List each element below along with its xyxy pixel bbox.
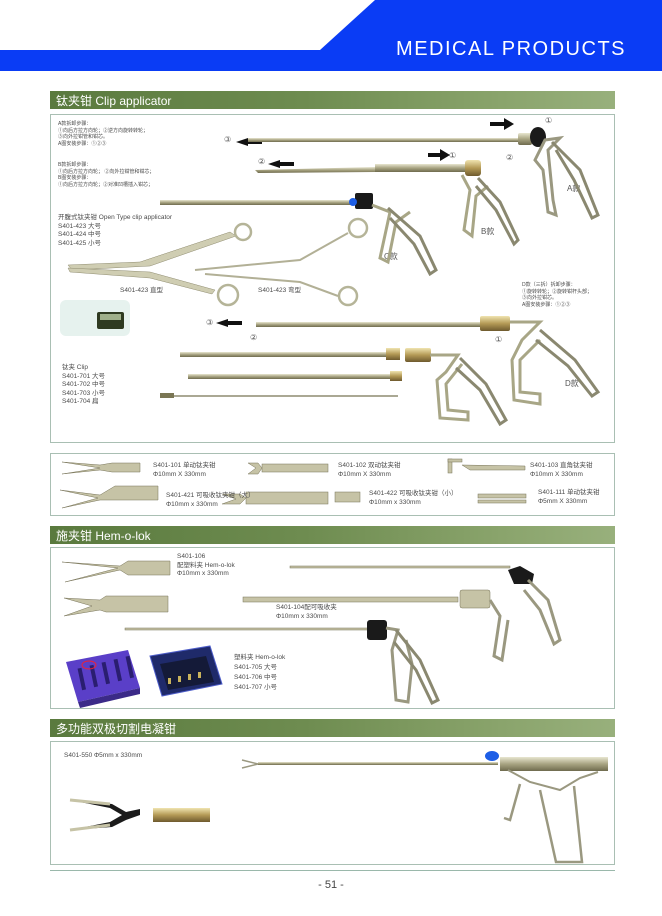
instrument-a-shaft bbox=[248, 138, 518, 142]
section-bar-bipolar: 多功能双极切割电凝钳 bbox=[50, 719, 615, 737]
model-d-label: D款 bbox=[565, 379, 579, 388]
hemolok-cartridge-blue bbox=[149, 645, 223, 697]
hemolok-item-104: S401-104配可吸收夹 Φ10mm x 330mm bbox=[276, 604, 337, 620]
marker-1-d: ① bbox=[495, 335, 503, 344]
b-steps: B款拆卸步骤： ①向后方拉方向轮； ②向外拉钳管和钳芯； B图安装步骤： ①向后… bbox=[58, 162, 155, 188]
marker-2-a: ② bbox=[506, 153, 514, 162]
header-banner bbox=[0, 0, 662, 71]
hemolok-clip-list: 塑料夹 Hem-o-lok S401-705 大号 S401-706 中号 S4… bbox=[234, 654, 286, 691]
marker-2-b: ② bbox=[258, 157, 266, 166]
jaw-item-422: S401-422 可吸收钛夹钳（小）Φ10mm x 330mm bbox=[369, 490, 458, 506]
panel-jaws bbox=[50, 453, 615, 516]
header-title: MEDICAL PRODUCTS bbox=[396, 38, 626, 60]
hemolok-cartridge-purple bbox=[66, 650, 140, 708]
clip-list: 钛夹 Clip S401-701 大号 S401-702 中号 S401-703… bbox=[62, 364, 105, 405]
marker-3-a: ③ bbox=[224, 135, 232, 144]
section-bar-hemolok: 施夹钳 Hem-o-lok bbox=[50, 526, 615, 544]
instrument-b-shaft bbox=[375, 164, 465, 172]
jaw-item-421: S401-421 可吸收钛夹钳（大）Φ10mm x 330mm bbox=[166, 492, 255, 508]
model-c-label: C款 bbox=[384, 252, 398, 261]
model-a-label: A款 bbox=[567, 184, 581, 193]
section-title: 多功能双极切割电凝钳 bbox=[56, 722, 177, 736]
a-steps: A款拆卸步骤： ①向后方拉方向轮；②逆方向旋转转轮； ③向外拉钳管和钳芯。 A图… bbox=[58, 121, 149, 147]
page-number: - 51 - bbox=[318, 879, 344, 891]
bipolar-shaft bbox=[258, 762, 498, 765]
instrument-d-shaft bbox=[256, 322, 481, 327]
section-bar-clip-applicator: 钛夹钳 Clip applicator bbox=[50, 91, 615, 109]
straight-type-label: S401-423 直型 bbox=[120, 287, 163, 294]
section-title: 钛夹钳 Clip applicator bbox=[56, 94, 172, 108]
instrument-a-knob bbox=[530, 127, 546, 147]
open-type-list: 开腹式钛夹钳 Open Type clip applicator S401-42… bbox=[58, 214, 173, 247]
marker-2-d: ② bbox=[250, 333, 258, 342]
footer-divider bbox=[50, 870, 615, 871]
d-steps: D款（三拆）拆卸步骤： ①旋转转轮；②旋转钳杆头部； ③向外拉钳芯。 A图安装步… bbox=[522, 282, 593, 308]
curved-type-label: S401-423 弯型 bbox=[258, 287, 301, 294]
bipolar-blue-knob bbox=[485, 751, 499, 761]
section-title: 施夹钳 Hem-o-lok bbox=[56, 529, 151, 543]
bipolar-item-550: S401-550 Φ5mm x 330mm bbox=[64, 752, 143, 759]
instrument-c-shaft bbox=[160, 200, 360, 205]
marker-3-d: ③ bbox=[206, 318, 214, 327]
model-b-label: B款 bbox=[481, 227, 495, 236]
hemolok-item-106: S401-106 配塑料夹 Hem-o-lok Φ10mm x 330mm bbox=[177, 553, 235, 577]
bipolar-jaw-tube bbox=[153, 808, 210, 822]
marker-1-a: ① bbox=[545, 116, 553, 125]
marker-1-b: ① bbox=[449, 151, 457, 160]
